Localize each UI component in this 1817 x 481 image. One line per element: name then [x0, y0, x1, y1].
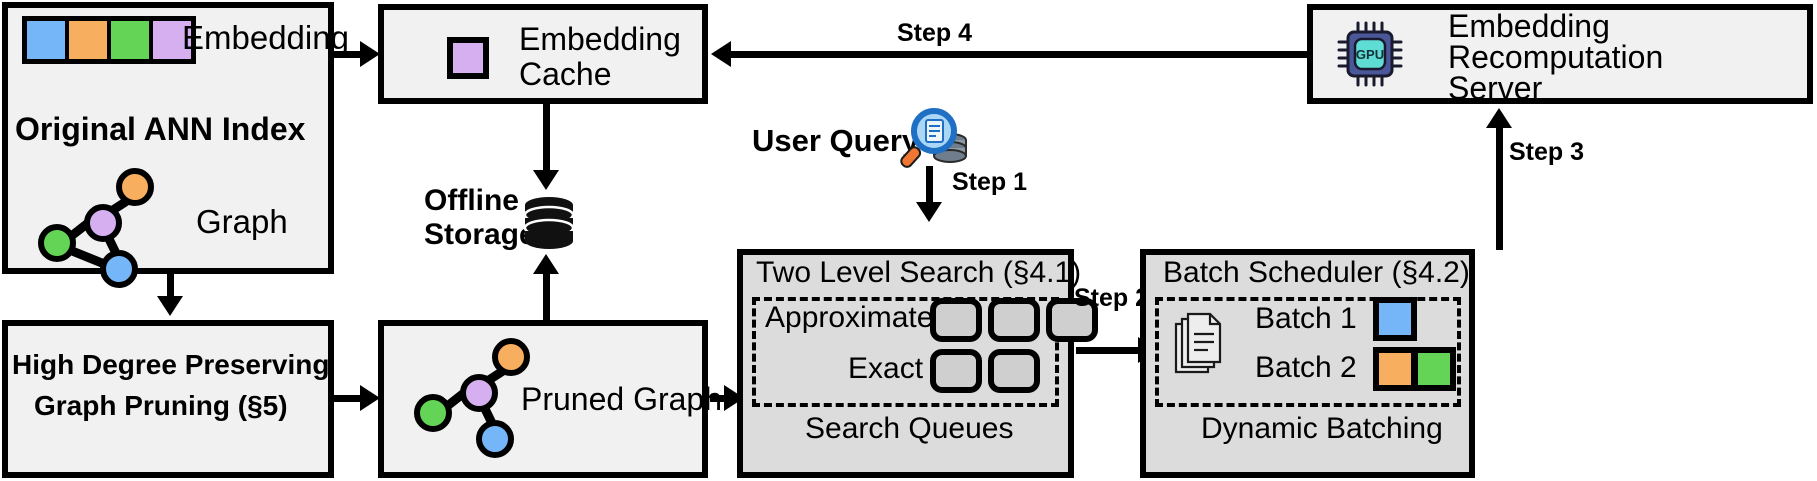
step1-label: Step 1: [952, 168, 1028, 196]
batch-1-label: Batch 1: [1255, 302, 1357, 335]
arrow-cache-to-storage: [543, 104, 550, 174]
graph-node-blue: [476, 420, 514, 458]
arrowhead-right: [360, 385, 380, 411]
recomputation-server-line2: Recomputation: [1448, 39, 1664, 75]
recomputation-server-line3: Server: [1448, 70, 1543, 106]
user-query-label: User Query: [752, 123, 920, 158]
batch-2-swatch-orange: [1373, 347, 1417, 391]
embedding-swatch-green: [111, 21, 149, 59]
batch-2-label: Batch 2: [1255, 351, 1357, 384]
arrowhead-right: [360, 41, 380, 67]
pruned-graph-label: Pruned Graph: [521, 381, 723, 417]
arrow-step3: [1496, 128, 1503, 250]
arrow-pruned-graph-to-search: [710, 395, 736, 402]
dynamic-batching-dashed-region: [1155, 297, 1461, 407]
batch-1-swatch-blue: [1373, 297, 1417, 341]
arrow-step4: [730, 51, 1308, 58]
queue-slot[interactable]: [988, 349, 1040, 393]
arrowhead-down: [916, 202, 942, 222]
search-query-icon: [898, 106, 970, 170]
search-queues-footer: Search Queues: [805, 412, 1014, 445]
arrow-index-to-pruning: [167, 274, 174, 300]
embedding-cache-swatch: [447, 37, 489, 79]
svg-text:GPU: GPU: [1356, 47, 1384, 62]
approximate-queue-slots: [930, 298, 1098, 342]
embedding-swatch-purple: [153, 21, 191, 59]
offline-storage-line1: Offline: [424, 184, 519, 217]
offline-storage-line2: Storage: [424, 218, 536, 251]
arrowhead-down: [533, 170, 559, 190]
arrow-step2: [1076, 347, 1148, 354]
arrow-pruned-graph-to-storage: [543, 272, 550, 322]
arrowhead-up: [533, 254, 559, 274]
graph-pruning-line1: High Degree Preserving: [12, 349, 330, 380]
recomputation-server-line1: Embedding: [1448, 8, 1610, 44]
database-cylinder-icon: [521, 196, 577, 257]
embedding-label: Embedding: [182, 19, 349, 56]
embedding-cache-label-line2: Cache: [519, 56, 612, 92]
batch-scheduler-title: Batch Scheduler (§4.2): [1163, 256, 1470, 289]
step4-label: Step 4: [897, 19, 973, 47]
graph-label: Graph: [196, 203, 288, 240]
graph-pruning-line2: Graph Pruning (§5): [34, 390, 288, 421]
original-index-graph: [38, 168, 158, 288]
documents-icon: [1172, 310, 1228, 380]
exact-queue-slots: [930, 349, 1040, 393]
embedding-swatch-blue: [27, 21, 65, 59]
arrowhead-left: [711, 41, 731, 67]
queue-slot[interactable]: [930, 298, 982, 342]
graph-node-orange: [492, 338, 530, 376]
dynamic-batching-footer: Dynamic Batching: [1201, 412, 1443, 445]
arrowhead-up: [1486, 108, 1512, 128]
original-ann-index-title: Original ANN Index: [15, 111, 306, 147]
arrowhead-down: [157, 296, 183, 316]
embedding-swatch-strip: [22, 16, 196, 64]
graph-node-green: [38, 224, 76, 262]
graph-node-orange: [116, 168, 154, 206]
graph-node-blue: [100, 250, 138, 288]
batch-2-swatch-green: [1412, 347, 1456, 391]
graph-node-green: [414, 394, 452, 432]
arrow-pruning-to-pruned-graph: [334, 395, 366, 402]
arrow-ann-index-to-cache: [334, 51, 366, 58]
two-level-search-title: Two Level Search (§4.1): [756, 256, 1082, 289]
queue-slot[interactable]: [988, 298, 1040, 342]
step3-label: Step 3: [1509, 138, 1585, 166]
exact-row-label: Exact: [848, 352, 924, 385]
queue-slot[interactable]: [930, 349, 982, 393]
graph-node-purple: [84, 204, 122, 242]
approximate-row-label: Approximate: [765, 301, 934, 334]
queue-slot[interactable]: [1046, 298, 1098, 342]
search-queues-dashed-region: [752, 297, 1059, 407]
gpu-icon: GPU: [1336, 20, 1406, 88]
pruned-graph-mini-graph: [414, 338, 534, 458]
embedding-cache-label-line1: Embedding: [519, 21, 681, 57]
arrow-step1: [926, 166, 933, 206]
graph-node-purple: [460, 374, 498, 412]
graph-pruning-box: [2, 320, 334, 478]
step2-label: Step 2: [1074, 284, 1150, 312]
embedding-cache-box: [378, 4, 708, 104]
embedding-swatch-orange: [69, 21, 107, 59]
